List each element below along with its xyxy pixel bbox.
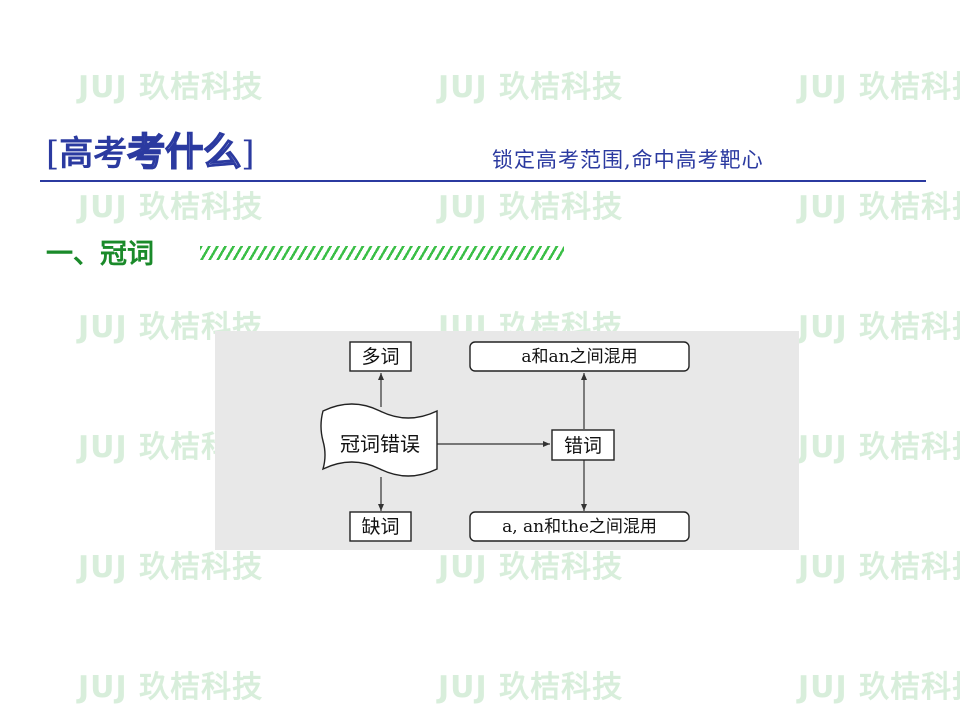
watermark-text: JUJ 玖桔科技 [438, 190, 624, 225]
node-right-top-box [469, 341, 690, 372]
watermark-text: JUJ 玖桔科技 [438, 670, 624, 705]
node-right-bottom-box [469, 511, 690, 542]
watermark-text: JUJ 玖桔科技 [438, 70, 624, 105]
watermark-text: JUJ 玖桔科技 [798, 310, 960, 345]
header-title: [高考考什么] [46, 128, 255, 178]
node-bottom-label: 缺词 [361, 516, 399, 538]
bracket-close: ] [241, 134, 255, 174]
node-bottom-box [349, 511, 412, 542]
node-right-label: 错词 [564, 435, 602, 457]
watermark-text: JUJ 玖桔科技 [78, 70, 264, 105]
diagram-panel: 多词 缺词 冠词错误 错词 a和an之间混用 a, an和the之间混用 [215, 331, 799, 550]
diagram-svg: 多词 缺词 冠词错误 错词 a和an之间混用 a, an和the之间混用 [320, 341, 690, 542]
watermark-text: JUJ 玖桔科技 [78, 670, 264, 705]
watermark-text: JUJ 玖桔科技 [798, 70, 960, 105]
node-top-label: 多词 [361, 346, 399, 368]
header-title-part2: 考什么 [126, 128, 242, 175]
section-title: 一、冠词 [46, 239, 154, 270]
watermark-text: JUJ 玖桔科技 [798, 670, 960, 705]
decorative-stripe [200, 246, 564, 260]
watermark-text: JUJ 玖桔科技 [438, 550, 624, 585]
node-right-bottom-label: a, an和the之间混用 [502, 517, 657, 537]
header-title-part1: 高考 [59, 134, 128, 174]
node-top-box [349, 341, 412, 372]
watermark-text: JUJ 玖桔科技 [78, 190, 264, 225]
watermark-text: JUJ 玖桔科技 [798, 550, 960, 585]
node-center-label: 冠词错误 [340, 432, 420, 456]
watermark-text: JUJ 玖桔科技 [78, 550, 264, 585]
bracket-open: [ [46, 134, 60, 174]
header-subtitle: 锁定高考范围,命中高考靶心 [492, 148, 764, 172]
node-center-shape [320, 403, 438, 477]
slide-header: [高考考什么] 锁定高考范围,命中高考靶心 [40, 128, 926, 182]
node-right-box [551, 429, 615, 461]
watermark-text: JUJ 玖桔科技 [798, 190, 960, 225]
node-right-top-label: a和an之间混用 [521, 347, 637, 367]
watermark-text: JUJ 玖桔科技 [798, 430, 960, 465]
